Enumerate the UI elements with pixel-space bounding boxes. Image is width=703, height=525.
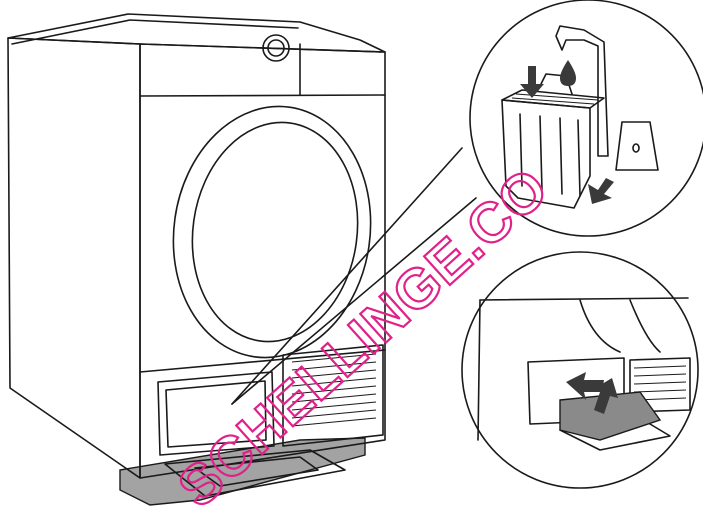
zoom-circle-plinth [462,252,698,488]
watermark-text: SCHELLINGE.CO [166,155,560,519]
water-tap [556,26,608,156]
water-drop-icon [560,60,576,86]
push-arrow-icon [588,178,614,204]
dryer-body [8,14,387,496]
push-arrow-icon [520,66,544,98]
